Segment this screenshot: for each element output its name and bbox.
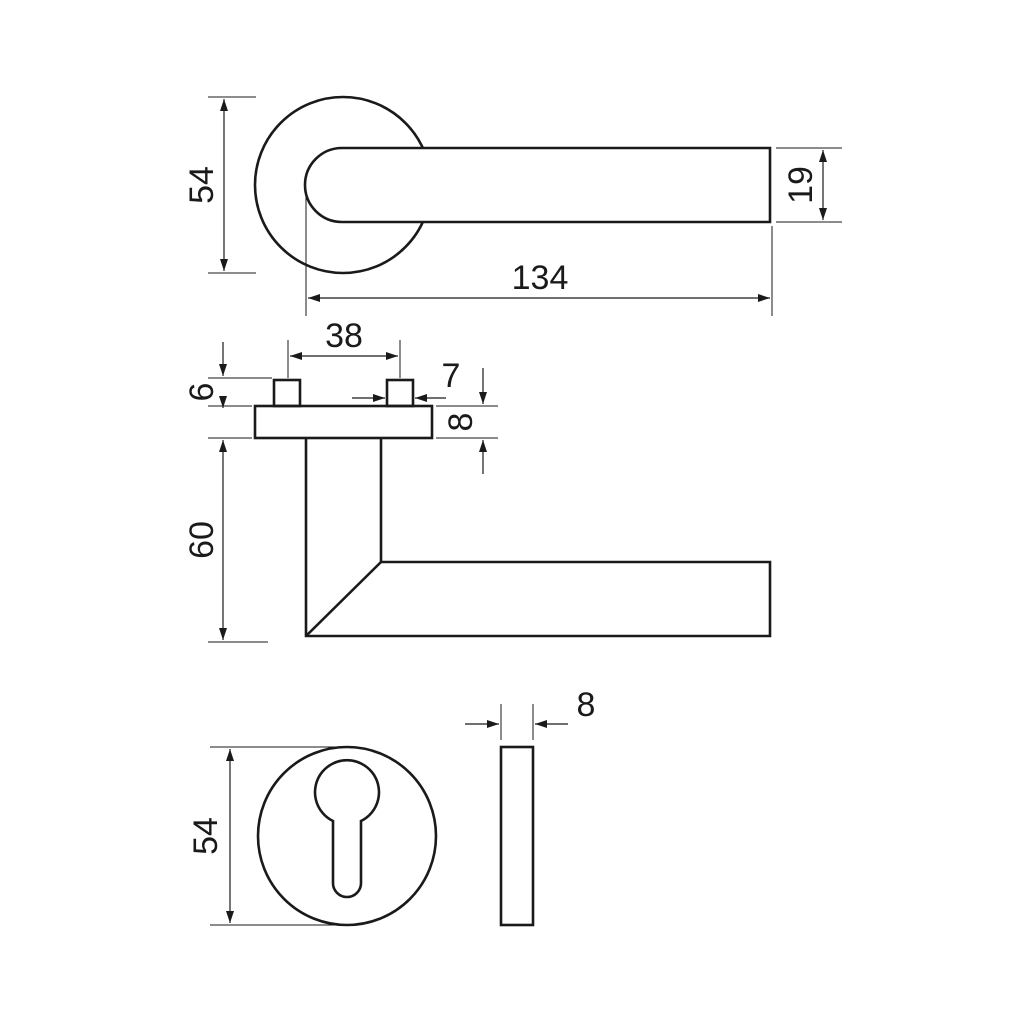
dim-pin-height: 6 (183, 342, 272, 439)
dim-lever-length: 134 (305, 190, 773, 316)
dim-19-label: 19 (782, 166, 820, 204)
dim-134-label: 134 (512, 259, 569, 297)
side-lever (304, 438, 772, 638)
side-pin-left (272, 378, 302, 408)
cylinder-keyhole (313, 759, 381, 899)
dim-8-side-label: 8 (442, 413, 480, 432)
dim-lever-height: 60 (183, 440, 268, 643)
dim-rose-diameter-top: 54 (183, 96, 256, 274)
escutcheon-side-view: 8 (465, 686, 595, 927)
dim-54-bottom-label: 54 (187, 817, 225, 855)
dim-spacing: 38 (287, 317, 401, 378)
dim-pin-width: 7 (352, 357, 461, 402)
dim-7-label: 7 (442, 357, 461, 395)
dim-38-label: 38 (325, 317, 363, 355)
side-lever-bend (305, 561, 382, 637)
top-view: 54 19 134 (183, 95, 842, 316)
side-rose-plate (253, 404, 434, 440)
dim-6-label: 6 (183, 383, 221, 402)
dim-54-top-label: 54 (183, 166, 221, 204)
side-pin-right (385, 378, 415, 408)
side-view: 38 7 6 8 60 (183, 317, 772, 643)
top-lever (303, 146, 772, 224)
dim-rose-thickness: 8 (436, 368, 498, 474)
dim-60-label: 60 (183, 521, 221, 559)
dim-lever-width: 19 (776, 147, 842, 223)
escutcheon-side-plate (499, 745, 535, 927)
escutcheon-view: 54 (187, 745, 438, 927)
dim-escutcheon-diameter: 54 (187, 746, 347, 926)
dim-escutcheon-thickness: 8 (465, 686, 595, 740)
dim-8-escutcheon-label: 8 (577, 686, 596, 724)
